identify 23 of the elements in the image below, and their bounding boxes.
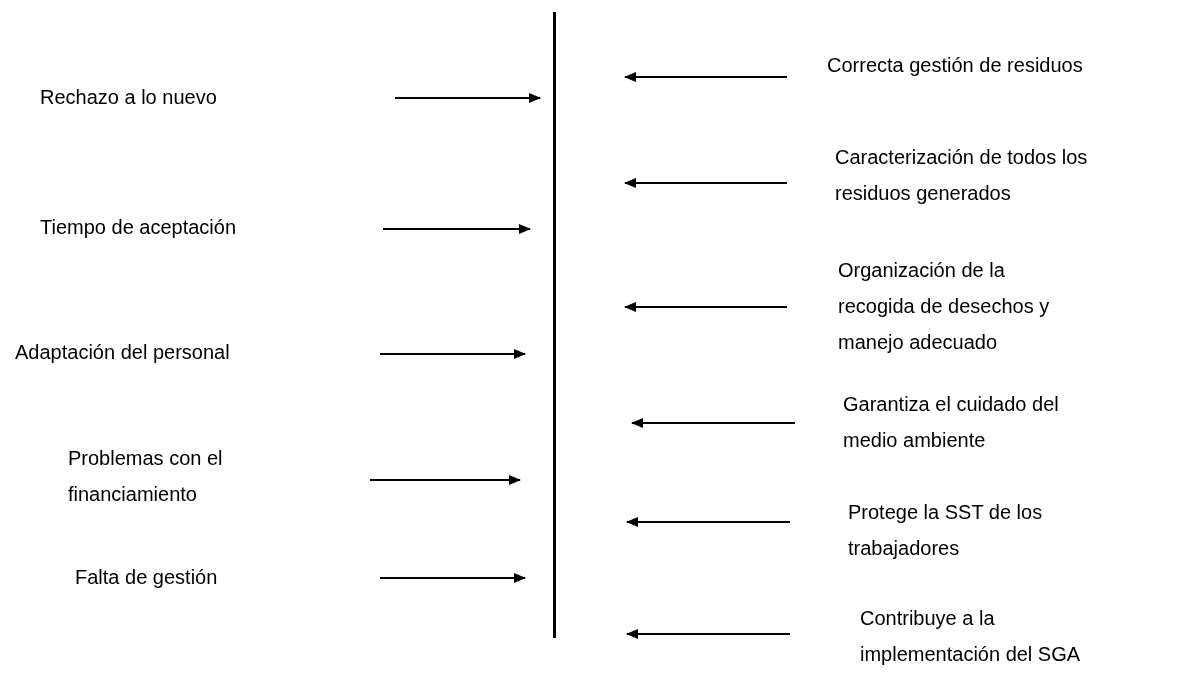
arrow [624,72,788,82]
arrow [631,418,796,428]
force-label: Contribuye a la implementación del SGA [790,600,1110,672]
force-label: Caracterización de todos los residuos generados [787,139,1095,211]
force-label: Rechazo a lo nuevo [40,79,340,115]
vertical-line [553,12,556,638]
force-label: Organización de la recogida de desechos y manejo adecuado [787,252,1068,360]
force-label: Falta de gestión [75,559,325,595]
arrow [382,224,531,234]
arrow [369,475,521,485]
force-label: Protege la SST de los trabajadores [790,494,1068,566]
arrow [394,93,541,103]
force-label: Adaptación del personal [15,334,315,370]
arrow [626,517,791,527]
arrow [626,629,791,639]
arrow [379,349,526,359]
arrow [379,573,526,583]
force-label: Tiempo de aceptación [40,209,340,245]
arrow [624,302,788,312]
arrow [624,178,788,188]
force-label: Problemas con el financiamiento [68,440,318,512]
force-label: Correcta gestión de residuos [787,47,1202,83]
force-label: Garantiza el cuidado del medio ambiente [795,386,1093,458]
